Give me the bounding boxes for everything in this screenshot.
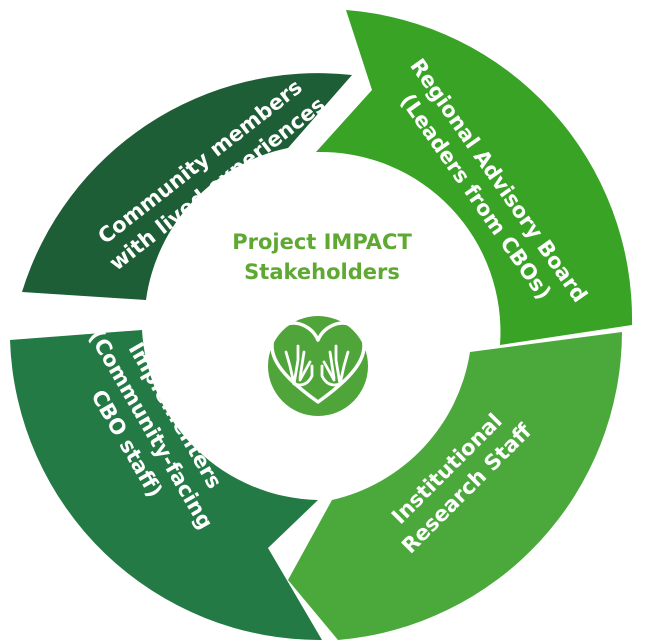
center-title-line1: Project IMPACT bbox=[232, 230, 412, 254]
segment-institutional-research-staff bbox=[288, 332, 622, 640]
heart-with-hands-icon bbox=[268, 316, 368, 416]
center-title-line2: Stakeholders bbox=[244, 260, 400, 284]
segment-regional-advisory-board bbox=[316, 10, 633, 345]
segment-community-members bbox=[22, 73, 352, 301]
segment-implementers bbox=[10, 330, 322, 641]
